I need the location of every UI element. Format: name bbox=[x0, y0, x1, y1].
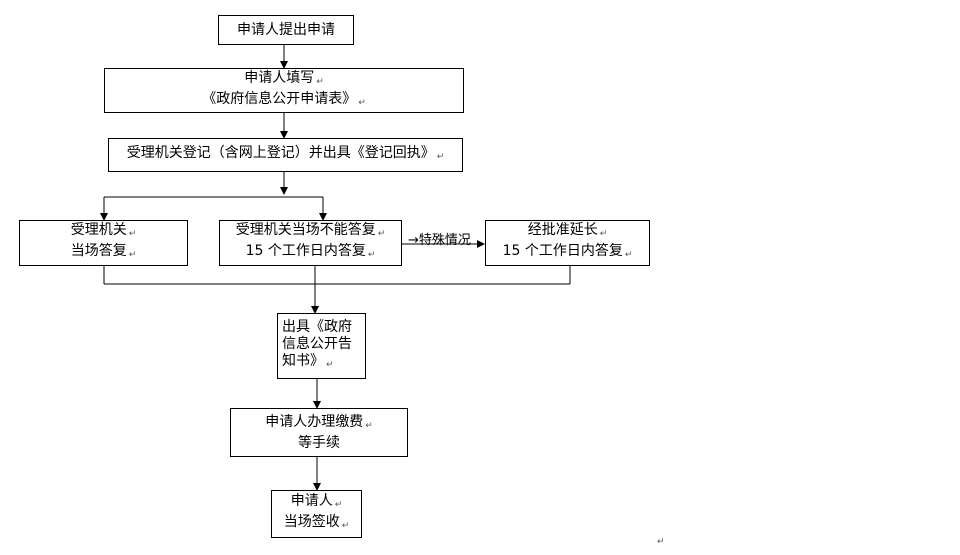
node-text: 当场答复↵ bbox=[70, 243, 137, 260]
node-text: 信息公开告 bbox=[282, 335, 352, 352]
node-text: 等手续 bbox=[298, 434, 340, 451]
edge-label-special-case: →特殊情况 bbox=[408, 233, 471, 248]
node-text: 当场签收↵ bbox=[283, 514, 350, 531]
paragraph-mark: ↵ bbox=[365, 420, 373, 431]
node-text: 申请人↵ bbox=[290, 493, 343, 510]
node-text: 受理机关↵ bbox=[70, 222, 137, 239]
node-pay-fees: 申请人办理缴费↵ 等手续 bbox=[230, 408, 408, 457]
node-extended-reply: 经批准延长↵ 15 个工作日内答复↵ bbox=[485, 220, 650, 266]
paragraph-mark: ↵ bbox=[436, 151, 445, 162]
paragraph-mark: ↵ bbox=[128, 229, 137, 239]
node-text: 申请人填写↵ bbox=[244, 69, 324, 87]
paragraph-mark: ↵ bbox=[599, 229, 608, 239]
node-text: 《政府信息公开申请表》↵ bbox=[202, 90, 366, 108]
node-submit-request: 申请人提出申请 bbox=[218, 15, 354, 45]
paragraph-mark: ↵ bbox=[316, 76, 324, 87]
paragraph-mark: ↵ bbox=[341, 521, 350, 531]
node-text: 15 个工作日内答复↵ bbox=[245, 243, 376, 260]
paragraph-mark: ↵ bbox=[334, 500, 343, 510]
node-text: 申请人提出申请 bbox=[237, 21, 335, 38]
node-fill-form: 申请人填写↵ 《政府信息公开申请表》↵ bbox=[104, 68, 464, 113]
node-reply-within-15-days: 受理机关当场不能答复↵ 15 个工作日内答复↵ bbox=[219, 220, 402, 266]
paragraph-mark: ↵ bbox=[624, 250, 633, 260]
paragraph-mark: ↵ bbox=[128, 250, 137, 260]
node-immediate-reply: 受理机关↵ 当场答复↵ bbox=[19, 220, 188, 266]
paragraph-mark: ↵ bbox=[657, 537, 665, 547]
paragraph-mark: ↵ bbox=[367, 250, 376, 260]
node-text: 受理机关登记（含网上登记）并出具《登记回执》↵ bbox=[126, 144, 445, 162]
node-register: 受理机关登记（含网上登记）并出具《登记回执》↵ bbox=[108, 138, 463, 172]
node-issue-notice: 出具《政府 信息公开告 知书》↵ bbox=[277, 313, 366, 379]
node-text: 经批准延长↵ bbox=[527, 222, 608, 239]
node-text: 受理机关当场不能答复↵ bbox=[235, 222, 386, 239]
paragraph-mark: ↵ bbox=[377, 229, 386, 239]
node-text: 申请人办理缴费↵ bbox=[265, 413, 373, 431]
paragraph-mark: ↵ bbox=[326, 359, 334, 370]
node-text: 知书》↵ bbox=[282, 352, 334, 370]
node-text: 15 个工作日内答复↵ bbox=[502, 243, 633, 260]
node-sign-receipt: 申请人↵ 当场签收↵ bbox=[271, 490, 362, 538]
node-text: 出具《政府 bbox=[282, 318, 352, 335]
paragraph-mark: ↵ bbox=[358, 97, 366, 108]
